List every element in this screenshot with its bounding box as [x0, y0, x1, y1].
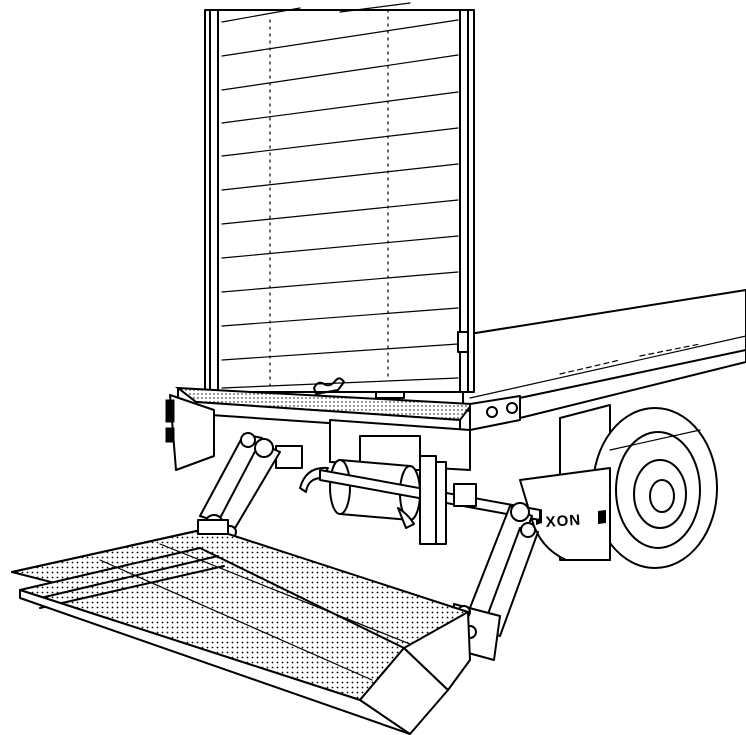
rollup-door	[204, 2, 475, 399]
side-flap	[165, 394, 215, 471]
sill-plate	[174, 386, 474, 433]
mudflap-brand-text: XON	[545, 512, 582, 531]
mudflap: XON	[519, 467, 611, 561]
platform	[11, 519, 471, 735]
